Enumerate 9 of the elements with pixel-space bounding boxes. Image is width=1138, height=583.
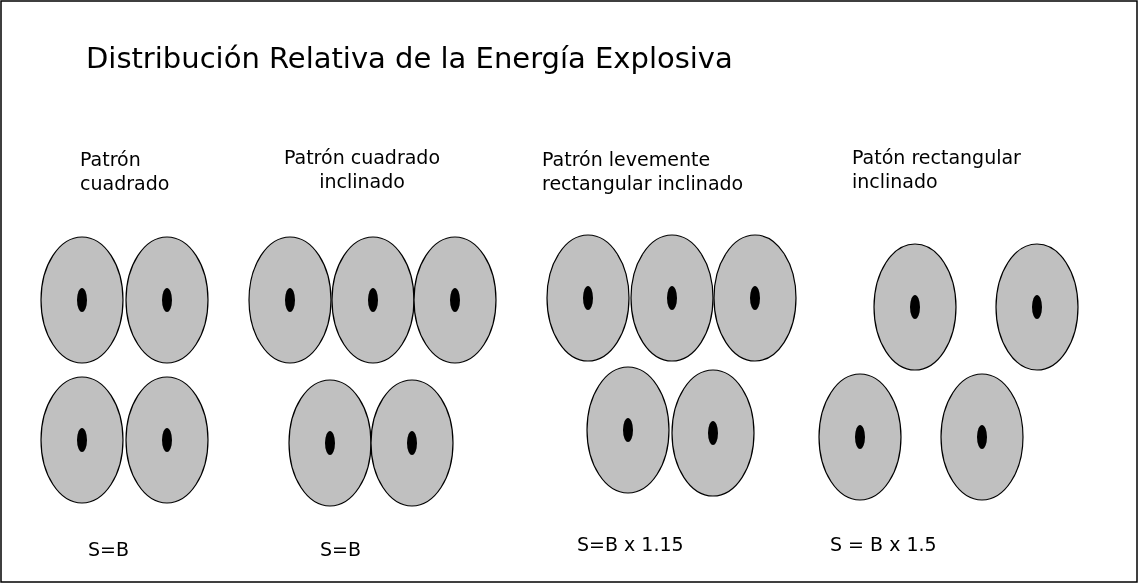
pattern-heading: Patrón cuadrado [80,148,171,196]
pattern-heading: Patrón cuadrado inclinado [282,146,442,194]
pattern-heading: Patón rectangular inclinado [852,146,1022,194]
spacing-formula: S=B x 1.15 [577,533,684,557]
pattern-heading: Patrón levemente rectangular inclinado [542,148,745,196]
spacing-formula: S = B x 1.5 [830,533,937,557]
diagram-title: Distribución Relativa de la Energía Explosiva [86,40,733,77]
spacing-formula: S=B [88,538,129,562]
spacing-formula: S=B [320,538,361,562]
